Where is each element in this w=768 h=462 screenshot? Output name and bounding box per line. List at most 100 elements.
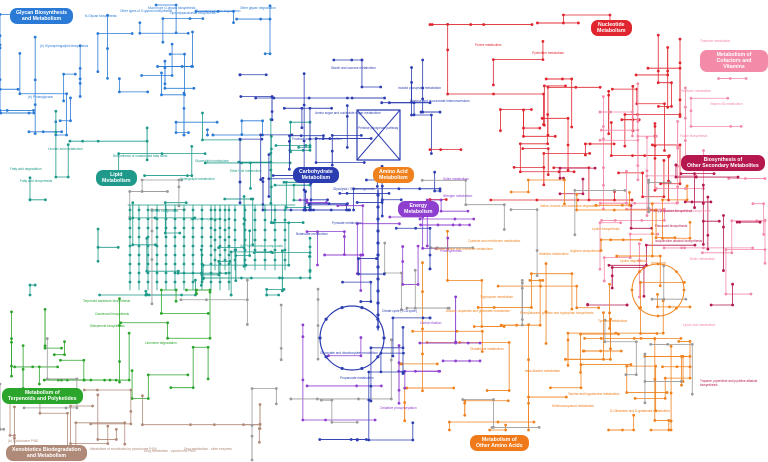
compound-node[interactable]	[731, 282, 735, 286]
compound-node[interactable]	[21, 367, 25, 371]
compound-node[interactable]	[674, 163, 678, 167]
compound-node[interactable]	[526, 190, 530, 194]
compound-node[interactable]	[599, 349, 603, 353]
pathway-label[interactable]: Drug metabolism - cytochrome P450	[144, 449, 196, 453]
compound-node[interactable]	[478, 341, 482, 345]
compound-node[interactable]	[678, 182, 682, 186]
compound-node[interactable]	[188, 17, 192, 21]
compound-node[interactable]	[218, 235, 222, 239]
compound-node[interactable]	[553, 134, 557, 138]
compound-node[interactable]	[376, 205, 380, 209]
pathway-label[interactable]: Inositol phosphate metabolism	[398, 86, 442, 90]
compound-node[interactable]	[297, 145, 301, 149]
compound-node[interactable]	[653, 144, 657, 148]
compound-node[interactable]	[541, 278, 545, 282]
compound-node[interactable]	[59, 358, 62, 362]
pathway-label[interactable]: (b) Cytochrome P450	[8, 439, 39, 443]
compound-node[interactable]	[259, 178, 263, 181]
compound-node[interactable]	[173, 226, 177, 230]
compound-node[interactable]	[186, 31, 190, 35]
compound-node[interactable]	[159, 288, 163, 292]
pathway-label[interactable]: (b) Proteoglycans	[28, 95, 53, 99]
compound-node[interactable]	[315, 397, 319, 401]
compound-node[interactable]	[284, 206, 288, 209]
compound-node[interactable]	[582, 349, 586, 353]
compound-node[interactable]	[218, 253, 222, 257]
compound-node[interactable]	[679, 336, 683, 340]
compound-node[interactable]	[227, 226, 231, 230]
compound-node[interactable]	[583, 142, 587, 146]
compound-node[interactable]	[690, 200, 694, 204]
compound-node[interactable]	[305, 384, 309, 388]
compound-node[interactable]	[227, 235, 231, 239]
compound-node[interactable]	[164, 235, 168, 239]
compound-node[interactable]	[633, 397, 637, 400]
compound-node[interactable]	[33, 132, 37, 136]
compound-node[interactable]	[608, 327, 611, 330]
compound-node[interactable]	[653, 157, 657, 160]
compound-node[interactable]	[647, 178, 651, 182]
compound-node[interactable]	[173, 280, 177, 284]
compound-node[interactable]	[208, 290, 212, 294]
pathway-label[interactable]: Arginine biosynthesis	[570, 249, 601, 253]
compound-node[interactable]	[195, 292, 198, 296]
compound-node[interactable]	[509, 190, 513, 194]
pathway-label[interactable]: Histidine metabolism	[539, 252, 569, 256]
compound-node[interactable]	[299, 276, 302, 280]
compound-node[interactable]	[678, 66, 682, 70]
compound-node[interactable]	[200, 235, 204, 239]
compound-node[interactable]	[359, 253, 363, 257]
compound-node[interactable]	[436, 223, 440, 227]
compound-node[interactable]	[263, 248, 267, 252]
compound-node[interactable]	[264, 73, 268, 77]
compound-node[interactable]	[586, 303, 590, 307]
compound-node[interactable]	[575, 208, 579, 212]
pathway-label[interactable]: Pantothenate and CoA biosynthesis	[660, 209, 711, 213]
compound-node[interactable]	[653, 336, 657, 340]
compound-node[interactable]	[466, 209, 470, 213]
compound-node[interactable]	[428, 267, 432, 271]
compound-node[interactable]	[233, 228, 237, 232]
compound-node[interactable]	[538, 126, 542, 130]
compound-node[interactable]	[127, 331, 131, 335]
compound-node[interactable]	[410, 81, 413, 84]
compound-node[interactable]	[599, 336, 603, 340]
compound-node[interactable]	[103, 378, 107, 382]
compound-node[interactable]	[305, 230, 309, 234]
compound-node[interactable]	[520, 323, 524, 327]
compound-node[interactable]	[137, 217, 141, 221]
compound-node[interactable]	[613, 218, 617, 222]
compound-node[interactable]	[177, 185, 181, 189]
compound-node[interactable]	[346, 96, 349, 100]
compound-node[interactable]	[164, 253, 168, 257]
compound-node[interactable]	[253, 228, 257, 232]
compound-node[interactable]	[243, 248, 247, 252]
category-xenobiotics[interactable]: Xenobiotics Biodegradation and Metabolis…	[6, 445, 87, 461]
compound-node[interactable]	[637, 295, 641, 299]
compound-node[interactable]	[631, 154, 634, 157]
compound-node[interactable]	[573, 233, 577, 237]
compound-node[interactable]	[218, 226, 222, 230]
compound-node[interactable]	[174, 131, 178, 135]
compound-node[interactable]	[75, 406, 79, 410]
compound-node[interactable]	[458, 341, 462, 344]
compound-node[interactable]	[117, 90, 121, 94]
pathway-label[interactable]: Terpenoid backbone biosynthesis	[83, 299, 131, 303]
compound-node[interactable]	[599, 238, 603, 242]
compound-node[interactable]	[143, 174, 146, 178]
compound-node[interactable]	[302, 72, 306, 76]
compound-node[interactable]	[654, 134, 658, 138]
compound-node[interactable]	[412, 101, 416, 105]
compound-node[interactable]	[389, 338, 393, 342]
compound-node[interactable]	[28, 283, 32, 287]
compound-node[interactable]	[601, 95, 605, 99]
compound-node[interactable]	[321, 137, 325, 140]
compound-node[interactable]	[227, 253, 231, 257]
compound-node[interactable]	[674, 306, 678, 310]
compound-node[interactable]	[137, 235, 141, 239]
compound-node[interactable]	[593, 166, 597, 170]
compound-node[interactable]	[163, 86, 167, 90]
pathway-label[interactable]: Diterpenoid biosynthesis	[90, 324, 125, 328]
compound-node[interactable]	[628, 203, 631, 207]
compound-node[interactable]	[355, 222, 359, 226]
